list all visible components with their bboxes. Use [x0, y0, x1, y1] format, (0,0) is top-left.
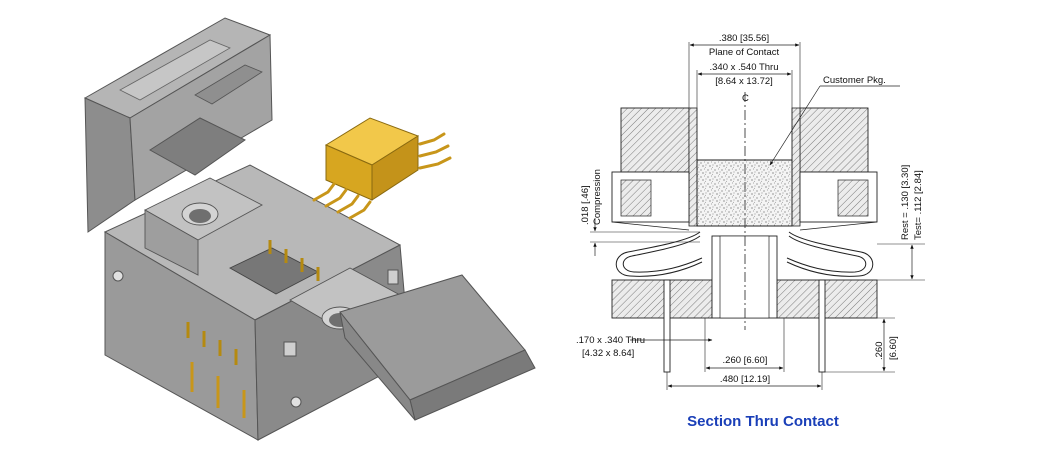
plane-of-contact-label: Plane of Contact	[709, 47, 780, 58]
centerline-label: C	[742, 93, 749, 104]
rest-dim: Rest = .130 [3.30]	[900, 165, 911, 240]
socket-body	[103, 164, 411, 441]
socket-lid	[83, 17, 273, 233]
socket-illustration	[83, 17, 536, 441]
contact-spring-right	[786, 231, 874, 277]
package-icon	[312, 117, 452, 220]
figure-caption: Section Thru Contact	[687, 413, 839, 430]
customer-pkg-label: Customer Pkg.	[823, 75, 886, 86]
outer-width-dim: .480 [12.19]	[720, 374, 770, 385]
pin-length-dim: .260	[874, 342, 885, 361]
compression-value: .018 [.46]	[580, 185, 591, 225]
contact-spring-left	[615, 231, 703, 277]
right-top-plate	[799, 107, 869, 173]
pin-length-mm: [6.60]	[888, 336, 899, 360]
left-top-plate	[620, 107, 690, 173]
compression-label: Compression	[592, 169, 603, 225]
plane-width-dim: .380 [35.56]	[719, 33, 769, 44]
customer-package	[696, 159, 793, 227]
section-drawing: C .380 [35.56] Plane of Contact .340 x .…	[576, 33, 925, 390]
socket-latch	[339, 274, 536, 421]
thru-dim: .340 x .540 Thru	[709, 62, 778, 73]
thru-dim-mm: [8.64 x 13.72]	[715, 76, 773, 87]
lower-thru-mm: [4.32 x 8.64]	[582, 348, 634, 359]
inner-width-dim: .260 [6.60]	[723, 355, 768, 366]
test-dim: Test= .112 [2.84]	[913, 170, 924, 240]
lower-thru-dim: .170 x .340 Thru	[576, 335, 645, 346]
